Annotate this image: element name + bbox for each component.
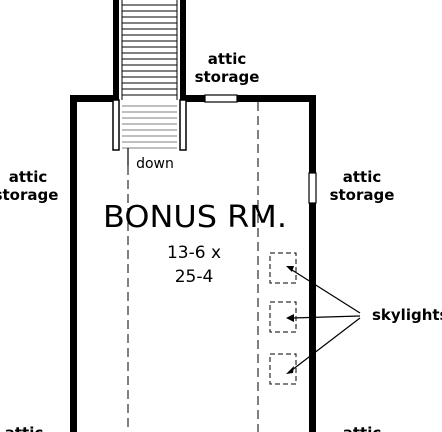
stair-treads-below xyxy=(122,105,177,149)
attic-left-label-2: storage xyxy=(0,186,58,204)
stair-shaft xyxy=(112,0,187,166)
attic-right-label-2: storage xyxy=(330,186,395,204)
attic-bottom-right-label: attic xyxy=(343,424,382,432)
room-dimension-length: 25-4 xyxy=(175,267,214,287)
attic-left-label-1: attic xyxy=(9,168,48,186)
skylights-label: skylights xyxy=(372,306,442,324)
skylight-3 xyxy=(269,353,297,385)
skylight-2 xyxy=(269,301,297,333)
room-walls xyxy=(70,94,317,432)
attic-top-label-2: storage xyxy=(195,68,260,86)
room-name: BONUS RM. xyxy=(103,200,287,235)
skylights xyxy=(269,252,361,385)
knee-wall-lines xyxy=(127,102,259,432)
stair-direction-label: down xyxy=(136,156,174,172)
attic-right-label-1: attic xyxy=(343,168,382,186)
attic-top-label-1: attic xyxy=(208,50,247,68)
attic-bottom-left-label: attic xyxy=(5,424,44,432)
stair-treads xyxy=(122,4,177,96)
room-dimension-width: 13-6 x xyxy=(167,243,221,263)
skylight-1 xyxy=(269,252,297,284)
